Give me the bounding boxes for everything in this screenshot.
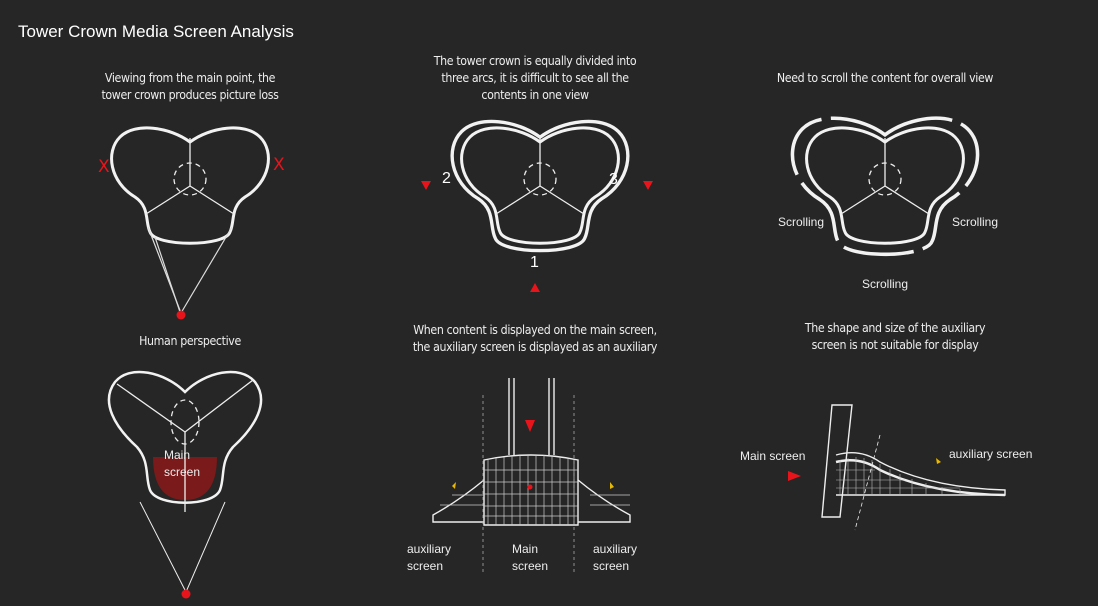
scrolling-right: Scrolling [952, 215, 998, 229]
page-title: Tower Crown Media Screen Analysis [18, 22, 294, 41]
crown-three-arcs [450, 119, 630, 253]
screen-word-label: screen [407, 559, 443, 573]
arrow-main-screen-side [788, 471, 801, 481]
view-loss-2-label: tower crown produces picture loss [101, 88, 279, 102]
scrolling-left: Scrolling [778, 215, 824, 229]
arc-label-1: 1 [530, 254, 539, 271]
caption-unsuitable: The shape and size of the auxiliary scree… [780, 320, 1010, 354]
arrow-right [643, 181, 653, 190]
main-aux-2-label: the auxiliary screen is displayed as an … [412, 340, 658, 354]
auxiliary-word-label: auxiliary [593, 542, 637, 556]
arrow-left [421, 181, 431, 190]
main-aux-1-label: When content is displayed on the main sc… [413, 323, 657, 337]
caption-main-aux: When content is displayed on the main sc… [388, 322, 682, 356]
arcs-2-label: three arcs, it is difficult to see all t… [441, 71, 629, 85]
screen-word-label: screen [593, 559, 629, 573]
auxiliary-screen-label: auxiliary screen [949, 447, 1032, 461]
screen-word: screen [164, 465, 200, 479]
main-word: Main [164, 448, 190, 462]
caption-three-arcs: The tower crown is equally divided into t… [406, 53, 664, 104]
view-loss-1-label: Viewing from the main point, the [104, 71, 276, 85]
caption-view-loss: Viewing from the main point, the tower cr… [70, 70, 309, 104]
main-aux-elevation [432, 378, 631, 575]
unsuitable-2-label: screen is not suitable for display [811, 338, 979, 352]
x-mark-left: X [98, 157, 110, 177]
arcs-3-label: contents in one view [481, 88, 589, 102]
crown-human-perspective [107, 370, 263, 599]
crown-view-loss [110, 126, 270, 320]
auxiliary-word-label: auxiliary [407, 542, 451, 556]
arrow-main-screen [525, 420, 535, 432]
viewpoint-dot [176, 310, 186, 320]
caption-scroll: Need to scroll the content for overall v… [776, 71, 994, 85]
crown-scrolling [790, 116, 980, 257]
aux-section [821, 404, 1006, 531]
screen-word-label: screen [512, 559, 548, 573]
arc-label-3: 3 [609, 171, 618, 188]
scrolling-bottom: Scrolling [862, 277, 908, 291]
unsuitable-1-label: The shape and size of the auxiliary [804, 321, 986, 335]
arcs-1-label: The tower crown is equally divided into [433, 54, 637, 68]
main-word-label: Main [512, 542, 538, 556]
arrow-bottom [530, 283, 540, 292]
caption-human-perspective: Human perspective [139, 334, 241, 348]
arc-label-2: 2 [442, 170, 451, 187]
x-mark-right: X [273, 155, 285, 175]
main-screen-label: Main screen [740, 449, 805, 463]
